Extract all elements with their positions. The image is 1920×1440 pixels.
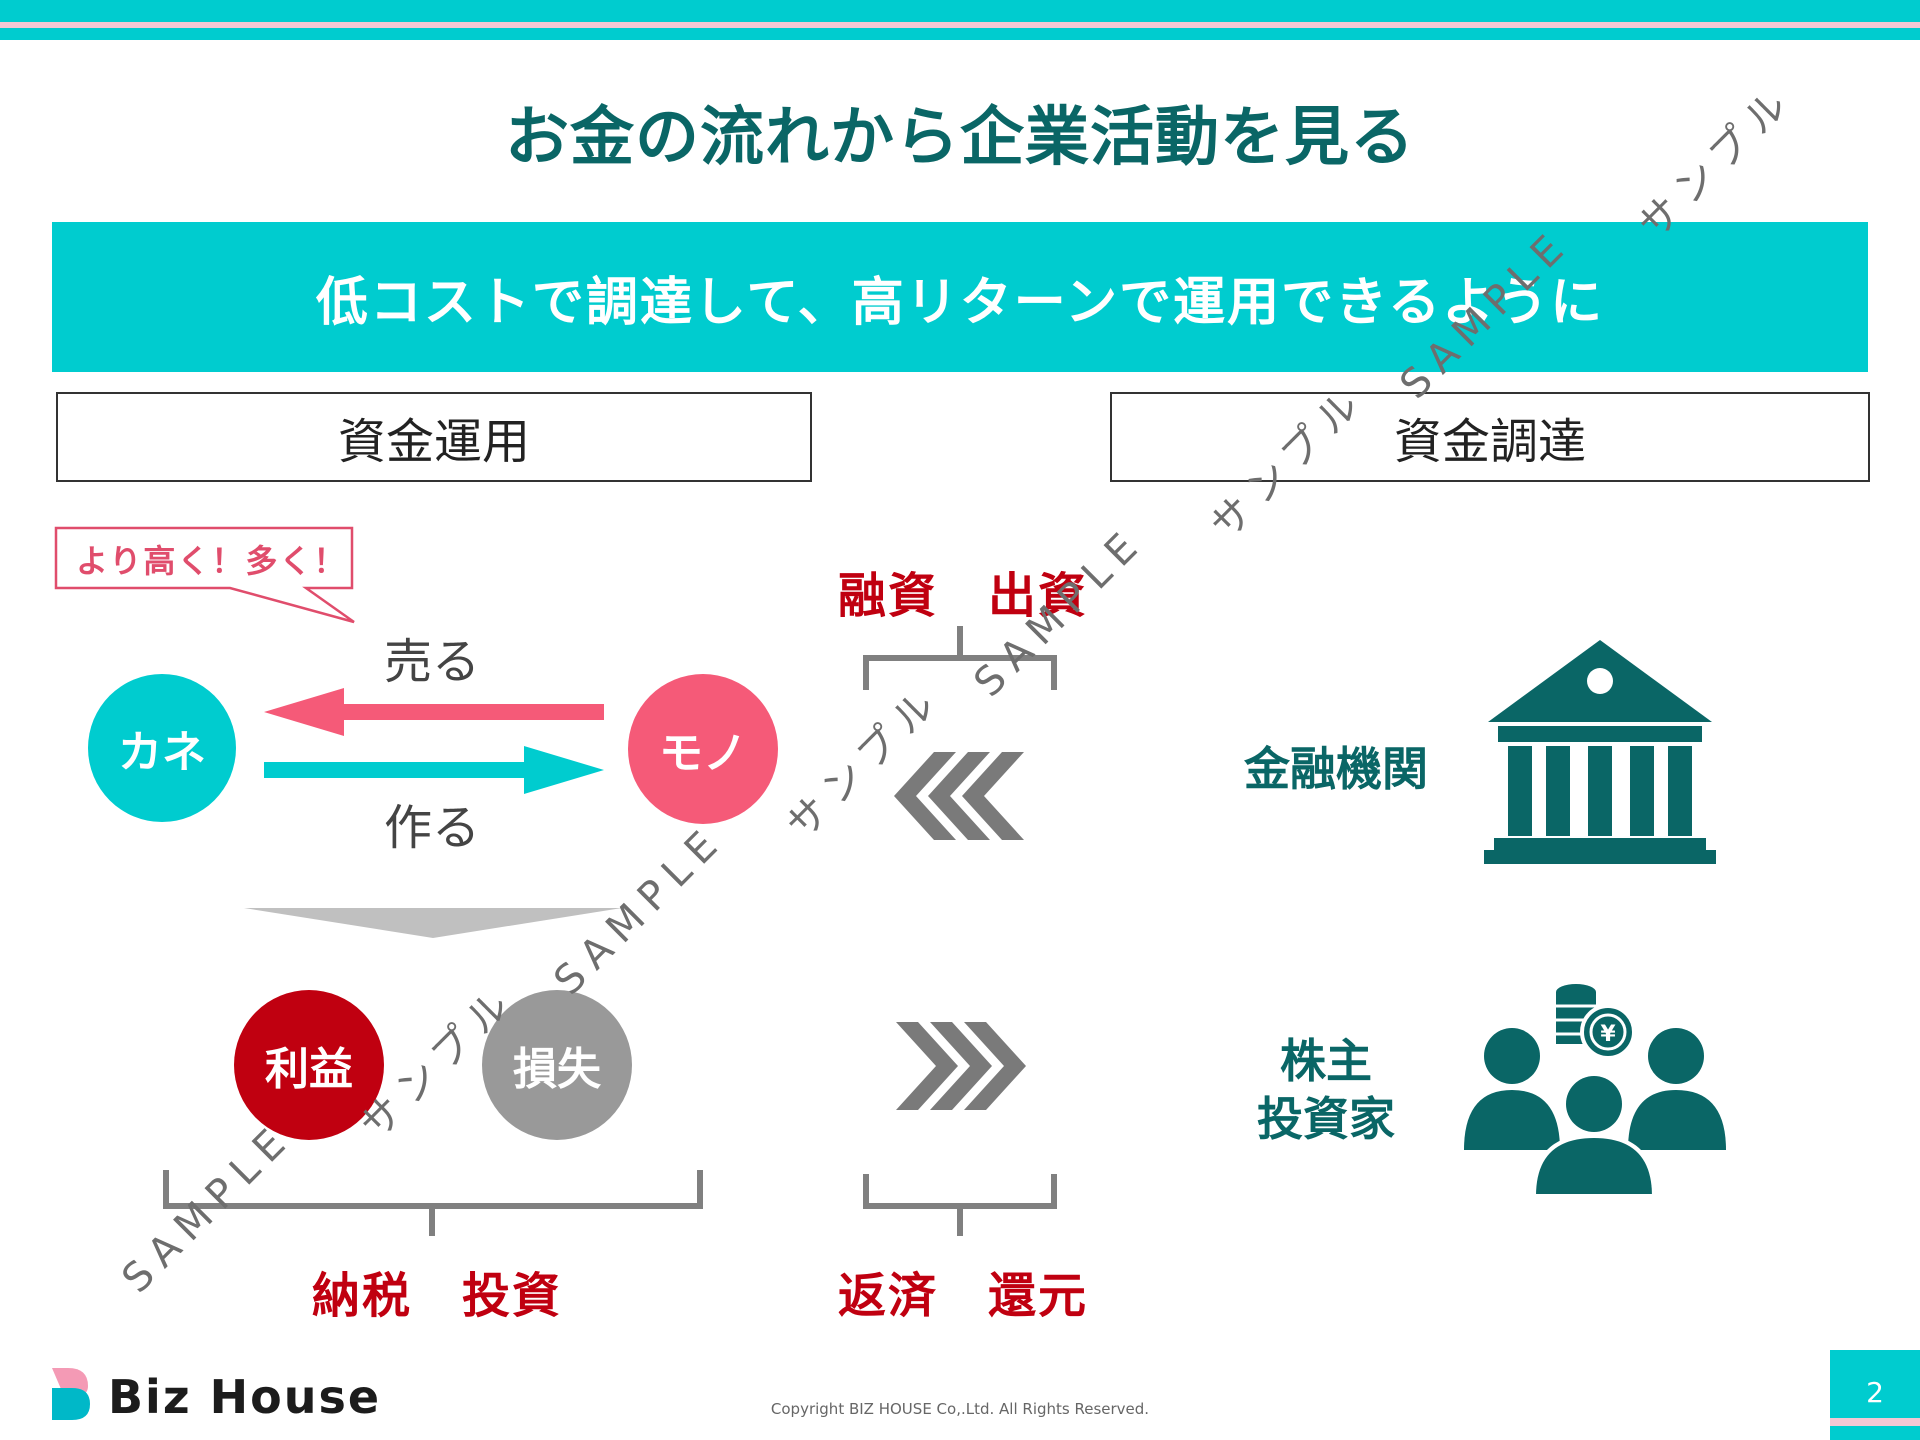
bank-label: 金融機関 xyxy=(1244,742,1428,796)
page-number-stripe xyxy=(1830,1418,1920,1426)
banner: 低コストで調達して、高リターンで運用できるように xyxy=(52,222,1868,372)
profit-circle: 利益 xyxy=(234,990,384,1140)
svg-text:¥: ¥ xyxy=(1600,1022,1616,1047)
section-fund-management: 資金運用 xyxy=(56,392,812,482)
loss-label: 損失 xyxy=(513,1044,601,1095)
section-fund-raising: 資金調達 xyxy=(1110,392,1870,482)
sell-label: 売る xyxy=(384,634,481,690)
bottom-left-bracket xyxy=(163,1170,703,1236)
tax-investment-label: 納税 投資 xyxy=(312,1268,563,1324)
bank-icon xyxy=(1484,640,1716,864)
logo-text: Biz House xyxy=(108,1370,382,1424)
make-arrow xyxy=(264,746,604,794)
page-title: お金の流れから企業活動を見る xyxy=(505,101,1415,175)
down-triangle xyxy=(244,908,622,938)
profit-label: 利益 xyxy=(265,1044,353,1095)
bubble-text: より高く！多く！ xyxy=(76,542,348,580)
loan-investment-label: 融資 出資 xyxy=(838,568,1089,624)
chevrons-right-icon xyxy=(896,1022,1026,1110)
goods-circle: モノ xyxy=(628,674,778,824)
middle-bottom-bracket xyxy=(863,1174,1057,1236)
copyright: Copyright BIZ HOUSE Co,.Ltd. All Rights … xyxy=(770,1400,1150,1418)
top-bar xyxy=(0,0,1920,22)
top-bar-lower xyxy=(0,28,1920,40)
money-label: カネ xyxy=(118,727,206,778)
flow-arrows xyxy=(264,688,604,794)
logo-icon xyxy=(52,1368,90,1420)
goods-label: モノ xyxy=(659,728,747,779)
banner-text: 低コストで調達して、高リターンで運用できるように xyxy=(315,272,1605,333)
loss-circle: 損失 xyxy=(482,990,632,1140)
middle-top-bracket xyxy=(863,626,1057,690)
page-number: 2 xyxy=(1866,1376,1884,1409)
investor-label: 投資家 xyxy=(1257,1092,1395,1146)
top-bar-stripe xyxy=(0,22,1920,28)
sell-arrow xyxy=(264,688,604,736)
money-circle: カネ xyxy=(88,674,236,822)
speech-bubble xyxy=(54,526,355,624)
investors-icon: ¥ xyxy=(1464,984,1726,1196)
shareholder-label: 株主 xyxy=(1280,1034,1372,1088)
chevrons-left-icon xyxy=(894,752,1024,840)
repay-return-label: 返済 還元 xyxy=(838,1268,1089,1324)
make-label: 作る xyxy=(384,800,481,856)
